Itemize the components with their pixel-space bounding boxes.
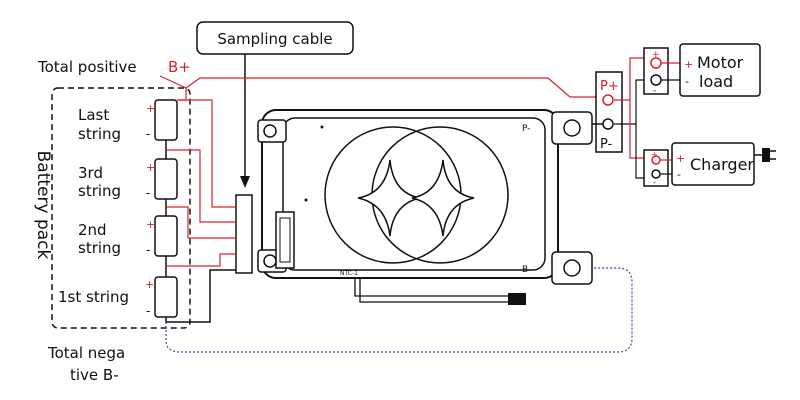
- ntc-cable: [354, 278, 526, 305]
- logo-star-left: [357, 159, 421, 237]
- bms-b-minus-label: B-: [522, 265, 531, 275]
- bms-board: [257, 109, 593, 285]
- sampling-cable-label: Sampling cable: [217, 30, 332, 48]
- cell-3rd-plus: +: [146, 161, 155, 174]
- cell-2nd-plus: +: [146, 218, 155, 231]
- total-negative-label-2: tive B-: [70, 366, 119, 384]
- motor-terminal-minus: -: [653, 86, 656, 96]
- motor-terminal-block: [643, 47, 669, 95]
- cell-last-minus: -: [146, 127, 150, 141]
- cell-1st-plus: +: [145, 278, 154, 291]
- cell-last-label-2: string: [78, 125, 121, 143]
- output-terminal-block: [595, 71, 623, 153]
- charger-terminal-plus: +: [651, 150, 658, 159]
- total-negative-label-1: Total nega: [47, 344, 125, 362]
- cell-3rd-label-1: 3rd: [78, 164, 103, 182]
- cell-3rd-minus: -: [146, 186, 150, 200]
- total-negative-wire: [165, 269, 236, 323]
- logo-star-right: [411, 159, 475, 237]
- p-minus-label: P-: [600, 137, 613, 152]
- b-plus-label: B+: [168, 58, 191, 76]
- total-positive-label: Total positive: [37, 58, 137, 76]
- cell-2nd-string: [154, 215, 178, 257]
- cell-2nd-minus: -: [146, 243, 150, 257]
- b-minus-wire: [165, 267, 633, 353]
- charger-label: Charger: [690, 155, 754, 174]
- p-plus-to-motor-wire: [614, 57, 644, 101]
- motor-terminal-plus: +: [652, 50, 660, 60]
- motor-plus: +: [684, 58, 693, 71]
- charger-plug-icon: [754, 148, 776, 162]
- p-plus-label: P+: [600, 79, 619, 94]
- battery-pack-label: Battery pack: [33, 151, 53, 260]
- cell-1st-minus: -: [146, 304, 150, 318]
- cell-3rd-label-2: string: [78, 182, 121, 200]
- bms-p-minus-label: P-: [522, 124, 530, 134]
- p-minus-to-charger-wire: [635, 124, 644, 179]
- charger-plus: +: [676, 152, 685, 165]
- charger-box: [671, 142, 755, 186]
- cell-1st-label: 1st string: [58, 288, 129, 306]
- battery-pack-frame: [51, 87, 191, 329]
- p-plus-to-charger-wire: [629, 100, 644, 159]
- motor-label-1: Motor: [697, 53, 744, 72]
- motor-load-box: [679, 43, 761, 97]
- cell-1st-string: [154, 276, 178, 318]
- cell-3rd-string: [154, 158, 178, 200]
- cell-last-plus: +: [146, 102, 155, 115]
- total-positive-wire: [159, 75, 187, 101]
- cell-2nd-label-2: string: [78, 239, 121, 257]
- sampling-cable-callout: [196, 21, 354, 55]
- charger-minus: -: [677, 168, 681, 181]
- p-minus-to-motor-wire: [614, 79, 644, 125]
- sampling-connector: [235, 194, 253, 274]
- cell-2nd-label-1: 2nd: [78, 221, 107, 239]
- motor-minus: -: [685, 75, 689, 88]
- cell-last-string: [154, 99, 178, 141]
- cell-last-label-1: Last: [78, 106, 109, 124]
- charger-terminal-minus: -: [653, 178, 656, 187]
- sampling-wires: [166, 99, 236, 267]
- ntc-label: NTC-1: [340, 270, 358, 277]
- motor-label-2: load: [699, 72, 733, 91]
